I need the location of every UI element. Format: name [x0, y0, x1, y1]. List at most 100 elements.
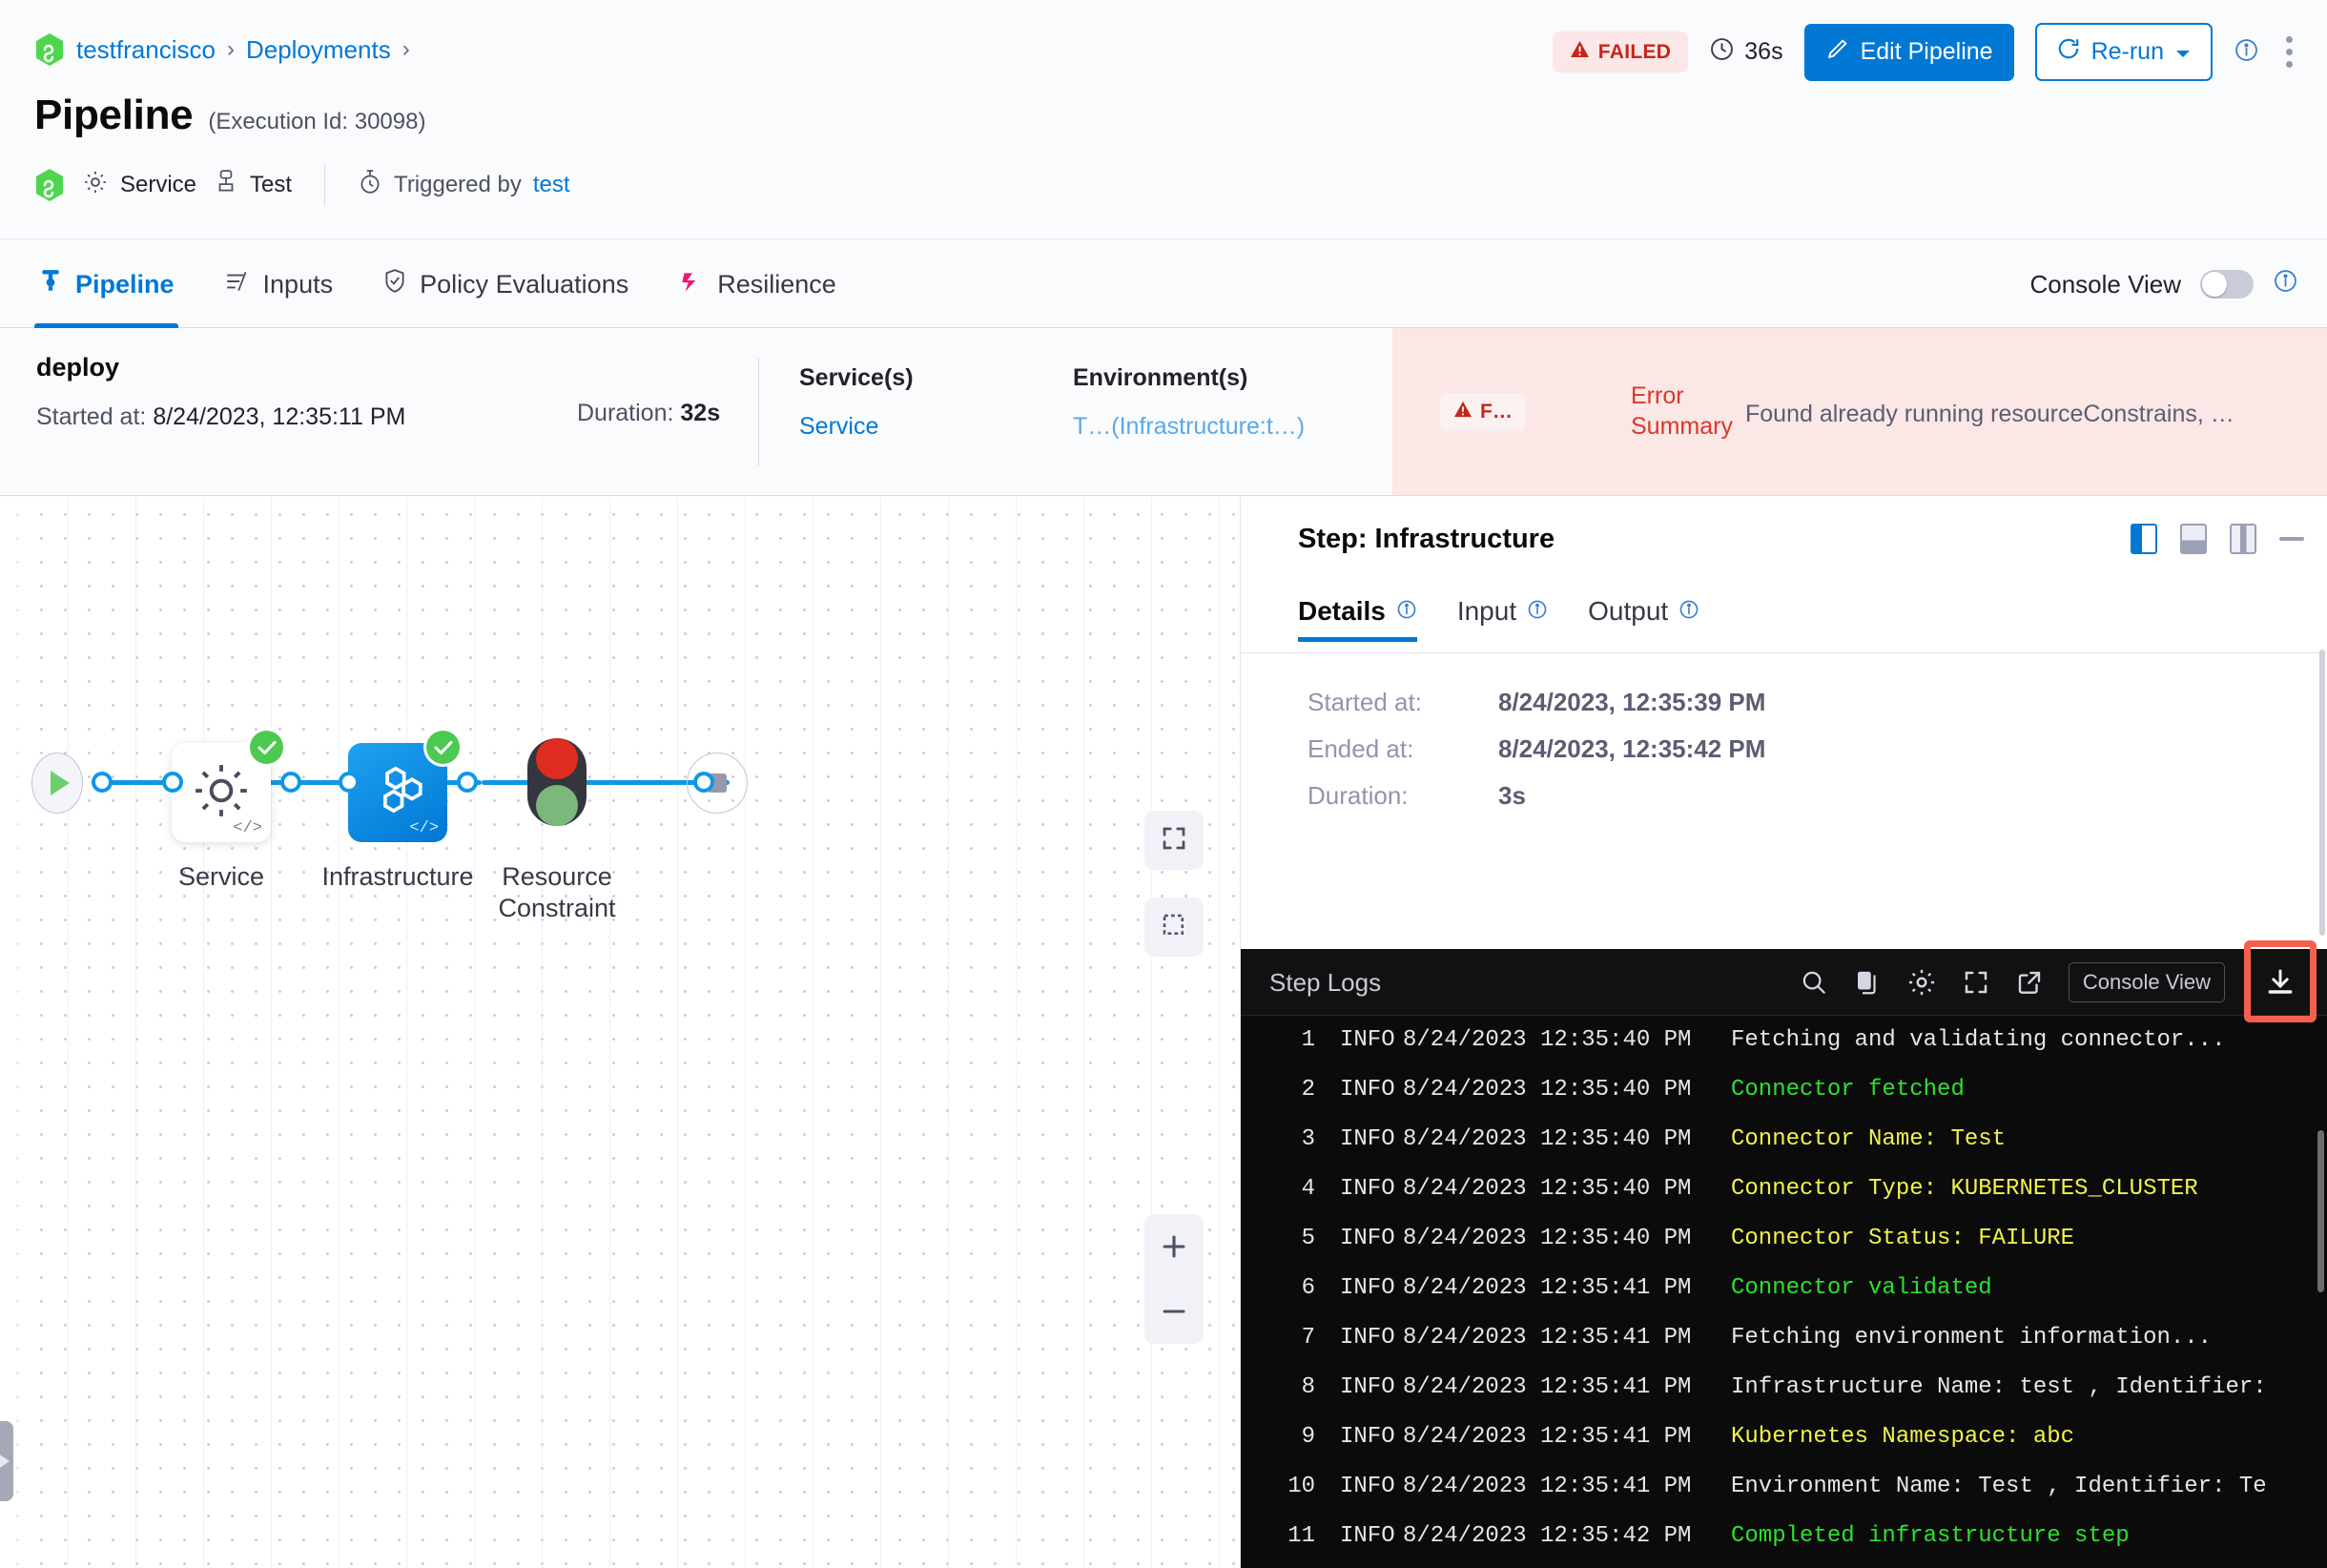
stage-environments-value[interactable]: T…(Infrastructure:t…) — [1073, 413, 1306, 440]
zoom-out-button[interactable] — [1144, 1279, 1204, 1344]
error-summary-label-line2: Summary — [1631, 413, 1733, 440]
pipeline-graph-canvas[interactable]: </> Service </> Infrastructure — [0, 497, 1240, 1568]
resilience-icon — [678, 268, 705, 301]
tab-inputs[interactable]: Inputs — [220, 239, 338, 329]
execution-id: (Execution Id: 30098) — [208, 109, 426, 134]
log-line-number: 10 — [1287, 1474, 1315, 1499]
log-line: 10 INFO 8/24/2023 12:35:41 PM Environmen… — [1241, 1462, 2327, 1512]
port-infrastructure-out[interactable] — [457, 772, 478, 793]
re-run-label: Re-run — [2090, 38, 2164, 65]
edit-pipeline-button[interactable]: Edit Pipeline — [1803, 23, 2014, 81]
error-status-badge: F… — [1440, 393, 1526, 431]
download-logs-icon[interactable] — [2244, 940, 2317, 1022]
log-level: INFO — [1340, 1523, 1395, 1549]
expand-left-panel-handle[interactable] — [0, 1421, 13, 1501]
fit-to-screen-button[interactable] — [1144, 811, 1204, 870]
stage-started-label: Started at: — [36, 403, 147, 430]
log-line-number: 11 — [1287, 1523, 1315, 1549]
log-line-number: 3 — [1301, 1126, 1315, 1152]
zoom-in-button[interactable] — [1144, 1214, 1204, 1279]
tab-input[interactable]: Input — [1457, 596, 1548, 642]
tab-output-label: Output — [1588, 596, 1669, 626]
select-area-button[interactable] — [1144, 897, 1204, 957]
log-line-number: 7 — [1301, 1325, 1315, 1351]
log-scrollbar[interactable] — [2317, 1130, 2324, 1292]
log-line: 7 INFO 8/24/2023 12:35:41 PM Fetching en… — [1241, 1313, 2327, 1363]
node-infrastructure[interactable]: </> — [348, 731, 460, 842]
log-line: 4 INFO 8/24/2023 12:35:40 PM Connector T… — [1241, 1165, 2327, 1214]
tab-pipeline[interactable]: Pipeline — [34, 239, 178, 329]
step-panel-scrollbar[interactable] — [2319, 650, 2325, 936]
port-service-out[interactable] — [280, 772, 301, 793]
stage-services-label: Service(s) — [799, 364, 914, 391]
detail-key: Ended at: — [1308, 734, 1414, 763]
port-end-in[interactable] — [693, 772, 714, 793]
tab-policy-evaluations[interactable]: Policy Evaluations — [379, 239, 632, 329]
tab-details[interactable]: Details — [1298, 596, 1417, 642]
log-timestamp: 8/24/2023 12:35:41 PM — [1403, 1424, 1692, 1450]
error-summary-label: Error Summary — [1631, 381, 1745, 442]
port-service-in[interactable] — [162, 772, 183, 793]
log-lines[interactable]: 1 INFO 8/24/2023 12:35:40 PM Fetching an… — [1241, 1016, 2327, 1568]
log-line: 6 INFO 8/24/2023 12:35:41 PM Connector v… — [1241, 1264, 2327, 1313]
console-view-switch[interactable] — [2200, 270, 2254, 299]
split-bottom-layout-icon[interactable] — [2180, 524, 2207, 554]
meta-divider — [324, 164, 326, 206]
node-service-label: Service — [177, 862, 265, 891]
log-message: Environment Name: Test , Identifier: Te — [1731, 1474, 2267, 1499]
log-message: Connector fetched — [1731, 1077, 1965, 1103]
execution-tabbar: Pipeline Inputs Policy Evaluations Resil… — [0, 238, 2327, 329]
info-icon[interactable] — [1678, 596, 1699, 627]
search-logs-icon[interactable] — [1800, 968, 1828, 997]
info-icon[interactable] — [1396, 596, 1417, 627]
stage-services: Service(s) Service — [799, 364, 914, 441]
error-summary-label-line1: Error — [1631, 382, 1684, 409]
fullscreen-logs-icon[interactable] — [1962, 968, 1990, 997]
re-run-button[interactable]: Re-run — [2034, 23, 2213, 81]
log-timestamp: 8/24/2023 12:35:41 PM — [1403, 1275, 1692, 1301]
open-external-logs-icon[interactable] — [2015, 968, 2044, 997]
node-service[interactable]: </> — [172, 731, 283, 842]
tab-output[interactable]: Output — [1588, 596, 1699, 642]
step-logs-toolbar: Step Logs — [1241, 940, 2327, 1022]
log-line: 5 INFO 8/24/2023 12:35:40 PM Connector S… — [1241, 1214, 2327, 1264]
port-start-out[interactable] — [92, 772, 113, 793]
page-title: Pipeline — [34, 92, 194, 138]
stage-duration: Duration: 32s — [577, 400, 720, 427]
log-level: INFO — [1340, 1275, 1395, 1301]
info-icon[interactable] — [2234, 37, 2259, 68]
node-infrastructure-label: Infrastructure — [321, 862, 474, 891]
execution-duration: 36s — [1709, 36, 1783, 69]
stage-services-value[interactable]: Service — [799, 413, 879, 440]
tab-resilience[interactable]: Resilience — [674, 239, 840, 329]
breadcrumb-item-deployments[interactable]: Deployments — [245, 34, 391, 64]
gear-icon — [82, 169, 109, 202]
log-message: Completed infrastructure step — [1731, 1523, 2130, 1549]
log-timestamp: 8/24/2023 12:35:41 PM — [1403, 1474, 1692, 1499]
copy-logs-icon[interactable] — [1853, 968, 1882, 997]
harness-hex-icon — [34, 32, 65, 67]
minimize-icon[interactable] — [2279, 537, 2304, 541]
meta-trigger-user[interactable]: test — [532, 172, 570, 197]
split-right-layout-icon[interactable] — [2131, 524, 2157, 554]
log-message: Connector Name: Test — [1731, 1126, 2007, 1152]
breadcrumb-item-org[interactable]: testfrancisco — [76, 34, 216, 64]
step-details-list: Started at: 8/24/2023, 12:35:39 PM Ended… — [1308, 688, 1765, 828]
info-icon[interactable] — [2273, 268, 2298, 300]
start-play-icon[interactable] — [31, 753, 83, 814]
pipeline-icon — [38, 268, 63, 301]
detail-duration: Duration: 3s — [1308, 781, 1765, 811]
split-narrow-layout-icon[interactable] — [2230, 524, 2256, 554]
kebab-menu-icon[interactable] — [2280, 31, 2298, 73]
log-timestamp: 8/24/2023 12:35:40 PM — [1403, 1176, 1692, 1202]
step-panel-layout-controls — [2131, 524, 2304, 554]
logs-console-view-button[interactable]: Console View — [2068, 962, 2225, 1002]
status-badge-label: FAILED — [1597, 40, 1672, 63]
log-settings-gear-icon[interactable] — [1906, 967, 1937, 998]
port-infrastructure-in[interactable] — [339, 772, 360, 793]
log-timestamp: 8/24/2023 12:35:42 PM — [1403, 1523, 1692, 1549]
info-icon[interactable] — [1527, 596, 1548, 627]
stage-summary-bar: deploy Started at: 8/24/2023, 12:35:11 P… — [0, 328, 2327, 496]
node-resource-constraint[interactable] — [527, 738, 587, 826]
dashed-square-icon — [1160, 911, 1188, 944]
